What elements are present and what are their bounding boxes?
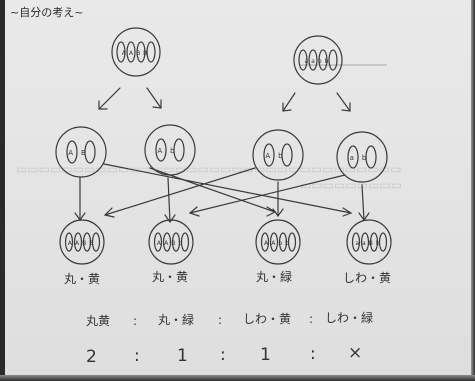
photo-edge-right <box>471 0 475 381</box>
ratio-value-separator: : <box>310 344 316 364</box>
offspring-3-genotype: AAbb <box>264 240 292 247</box>
parent-right: aabb <box>293 35 343 85</box>
heading-text: ~自分の考え~ <box>10 6 83 19</box>
ratio-label-separator: : <box>309 312 313 326</box>
ratio-label-wrinkled-yellow: しわ・黄 <box>243 312 291 326</box>
offspring-1-phenotype: 丸・黄 <box>64 272 100 286</box>
ratio-value-separator: : <box>134 346 140 366</box>
fertilization-arrows <box>74 163 370 224</box>
ratio-value-separator: : <box>220 345 226 365</box>
offspring-1-genotype: AABB <box>68 240 97 247</box>
ratio-label-round-yellow: 丸黄 <box>86 314 110 328</box>
gamete-1: AB <box>55 126 107 178</box>
bleed-through-text: ▭▭▭▭▭▭▭▭▭ <box>300 178 403 192</box>
offspring-4: aaBb <box>346 219 392 265</box>
ratio-label-round-green: 丸・緑 <box>158 312 194 327</box>
gamete-4-genotype: ab <box>350 154 375 162</box>
photo-edge-left <box>0 0 5 381</box>
offspring-1: AABB <box>59 219 105 265</box>
gamete-2: Ab <box>144 124 196 176</box>
parent-left: AABB <box>111 27 161 77</box>
offspring-2: AABb <box>148 219 194 265</box>
ratio-value-wrinkled-green: × <box>348 343 362 363</box>
gamete-3: Ab <box>252 129 304 181</box>
parent-right-genotype: aabb <box>305 58 332 65</box>
offspring-4-genotype: aaBb <box>355 240 382 247</box>
bleed-through-text: ━━━━━━━━━━━━ <box>300 58 387 72</box>
offspring-3-phenotype: 丸・緑 <box>256 269 292 284</box>
ratio-label-row: 丸黄 : 丸・緑 : しわ・黄 : しわ・緑 <box>86 310 373 328</box>
photo-edge-bottom <box>0 375 475 381</box>
gamete-2-genotype: Ab <box>157 147 182 155</box>
gamete-1-genotype: AB <box>68 149 94 157</box>
ratio-label-separator: : <box>218 313 222 327</box>
offspring-3: AAbb <box>255 219 301 265</box>
offspring-2-phenotype: 丸・黄 <box>152 270 188 284</box>
offspring-2-genotype: AABb <box>157 240 185 247</box>
ratio-value-row: 2 : 1 : 1 : × <box>86 343 362 367</box>
gamete-4: ab <box>336 131 388 183</box>
ratio-value-wrinkled-yellow: 1 <box>260 345 271 365</box>
offspring-4-phenotype: しわ・黄 <box>343 271 391 285</box>
ratio-label-separator: : <box>133 314 137 328</box>
ratio-label-wrinkled-green: しわ・緑 <box>325 310 373 325</box>
ratio-value-round-green: 1 <box>177 346 188 366</box>
ratio-value-round-yellow: 2 <box>86 347 97 367</box>
meiosis-arrows <box>98 87 351 112</box>
parent-left-genotype: AABB <box>122 50 151 57</box>
gamete-3-genotype: Ab <box>265 152 290 160</box>
